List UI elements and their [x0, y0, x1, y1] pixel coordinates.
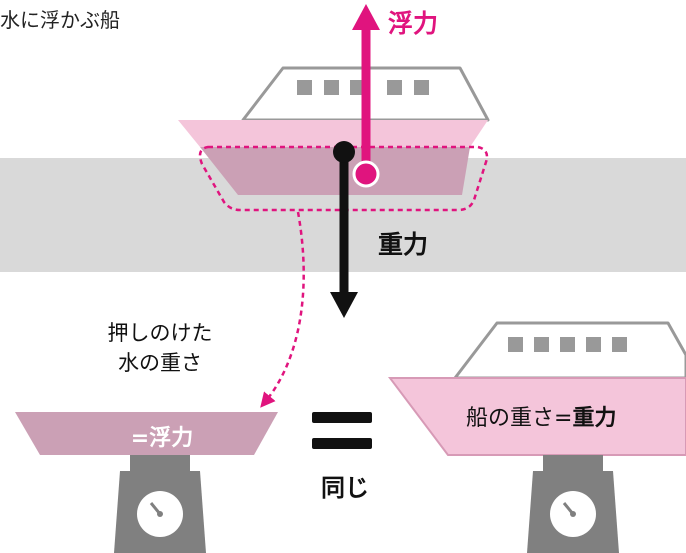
same-label: 同じ: [321, 474, 369, 502]
displaced-water-line-1: 押しのけた: [107, 321, 213, 345]
equals-buoyancy-label: =浮力: [130, 426, 194, 451]
scale-icon: [527, 455, 619, 553]
right-ship-hull: [387, 377, 686, 456]
equals-icon: [312, 412, 372, 449]
displaced-water-label: 押しのけた 水の重さ: [80, 318, 240, 378]
ship-windows: [297, 80, 429, 95]
displaced-water-arrow: [260, 211, 305, 408]
arrow-up-icon: [352, 4, 380, 188]
scale-icon: [114, 455, 206, 553]
diagram-title: 水に浮かぶ船: [0, 8, 120, 32]
right-ship: [387, 321, 686, 456]
center-of-buoyancy-dot: [352, 160, 380, 188]
right-ship-windows: [508, 337, 627, 352]
center-of-gravity-dot: [333, 141, 355, 163]
displaced-water-tray: [15, 412, 278, 455]
ship-icon: [178, 66, 490, 195]
ship-weight-label: 船の重さ=重力: [466, 400, 616, 432]
ship-weight-gravity: 重力: [572, 406, 617, 431]
displaced-water-line-2: 水の重さ: [118, 351, 202, 375]
arrow-down-icon: [330, 141, 358, 318]
ship-weight-prefix: 船の重さ=: [466, 406, 573, 431]
buoyancy-label: 浮力: [388, 9, 439, 38]
gravity-label: 重力: [378, 230, 429, 259]
ship-hull-submerged: [200, 147, 470, 195]
ship-hull-upper: [178, 120, 488, 147]
displaced-water-outline: [198, 145, 489, 212]
